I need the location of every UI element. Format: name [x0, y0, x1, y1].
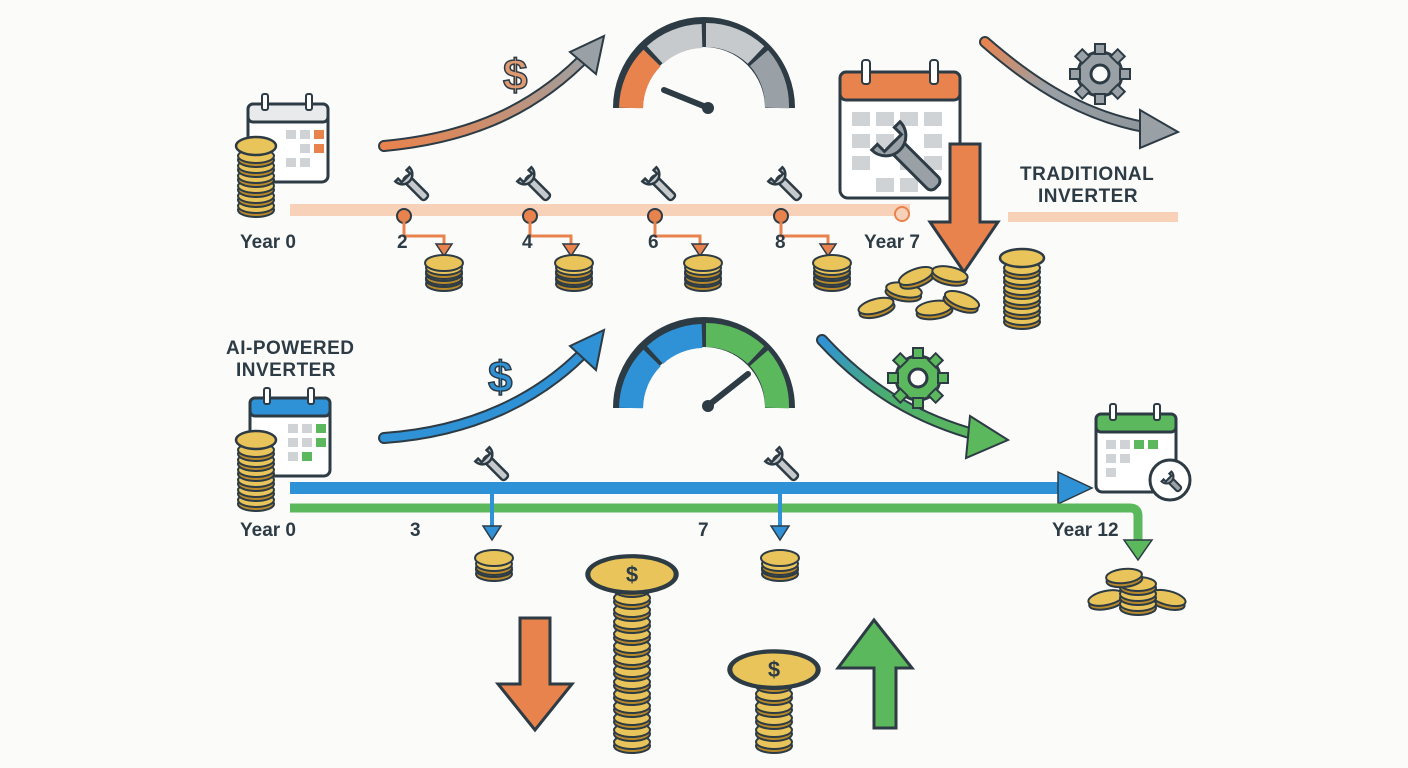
svg-text:$: $ — [768, 657, 780, 682]
coin-stack-icon: $ — [585, 554, 679, 754]
wrench-icon — [473, 445, 800, 482]
ai-title-line1: AI-POWERED — [226, 338, 355, 359]
gauge-icon — [613, 317, 795, 412]
ai-year-label: 7 — [698, 520, 709, 541]
coin-stack-icon — [474, 549, 800, 582]
rising-savings-arrow — [378, 340, 596, 444]
cost-arrow — [481, 494, 791, 542]
svg-text:$: $ — [626, 562, 638, 587]
wrench-icon — [393, 165, 803, 202]
ai-title-line2: INVERTER — [236, 360, 337, 381]
traditional-timeline-extension — [1008, 212, 1178, 222]
traditional-year-label: 2 — [397, 232, 408, 253]
traditional-title-line1: TRADITIONAL — [1020, 164, 1155, 185]
ai-inverter-title: AI-POWERED INVERTER — [226, 338, 355, 382]
coin-stack-icon — [855, 247, 1046, 330]
gauge-icon — [613, 17, 795, 114]
coin-stack-icon: $ — [727, 649, 821, 754]
coin-stack-icon — [234, 135, 278, 218]
dollar-icon: $ — [503, 51, 527, 100]
wrench-icon — [869, 119, 942, 192]
coin-stack-icon — [234, 429, 278, 512]
traditional-end-label: Year 7 — [864, 232, 920, 253]
ai-timeline-green — [290, 503, 1143, 544]
coin-stack-icon — [424, 254, 852, 292]
traditional-timeline — [290, 204, 910, 216]
traditional-year-label: 4 — [522, 232, 533, 253]
ai-end-label: Year 12 — [1052, 520, 1119, 541]
traditional-start-label: Year 0 — [240, 232, 296, 253]
ai-year-label: 3 — [410, 520, 421, 541]
traditional-year-label: 6 — [648, 232, 659, 253]
traditional-title-line2: INVERTER — [1038, 186, 1139, 207]
ai-timeline-blue — [290, 482, 1060, 494]
wrench-icon — [1160, 470, 1183, 493]
ai-start-label: Year 0 — [240, 520, 296, 541]
rising-cost-arrow — [378, 46, 596, 152]
maintenance-point — [396, 206, 910, 224]
coin-stack-icon — [1085, 566, 1189, 616]
declining-efficiency-arrow — [979, 36, 1156, 134]
replacement-cost-arrow — [927, 142, 1001, 275]
cost-arrow — [402, 222, 830, 246]
calendar-icon — [1094, 403, 1192, 502]
gear-icon — [1069, 43, 1131, 105]
dollar-icon: $ — [488, 353, 512, 402]
gear-icon — [887, 347, 949, 409]
cost-decrease-arrow — [494, 616, 576, 733]
traditional-inverter-title: TRADITIONAL INVERTER — [1020, 164, 1154, 208]
savings-increase-arrow — [835, 617, 916, 730]
traditional-year-label: 8 — [775, 232, 786, 253]
